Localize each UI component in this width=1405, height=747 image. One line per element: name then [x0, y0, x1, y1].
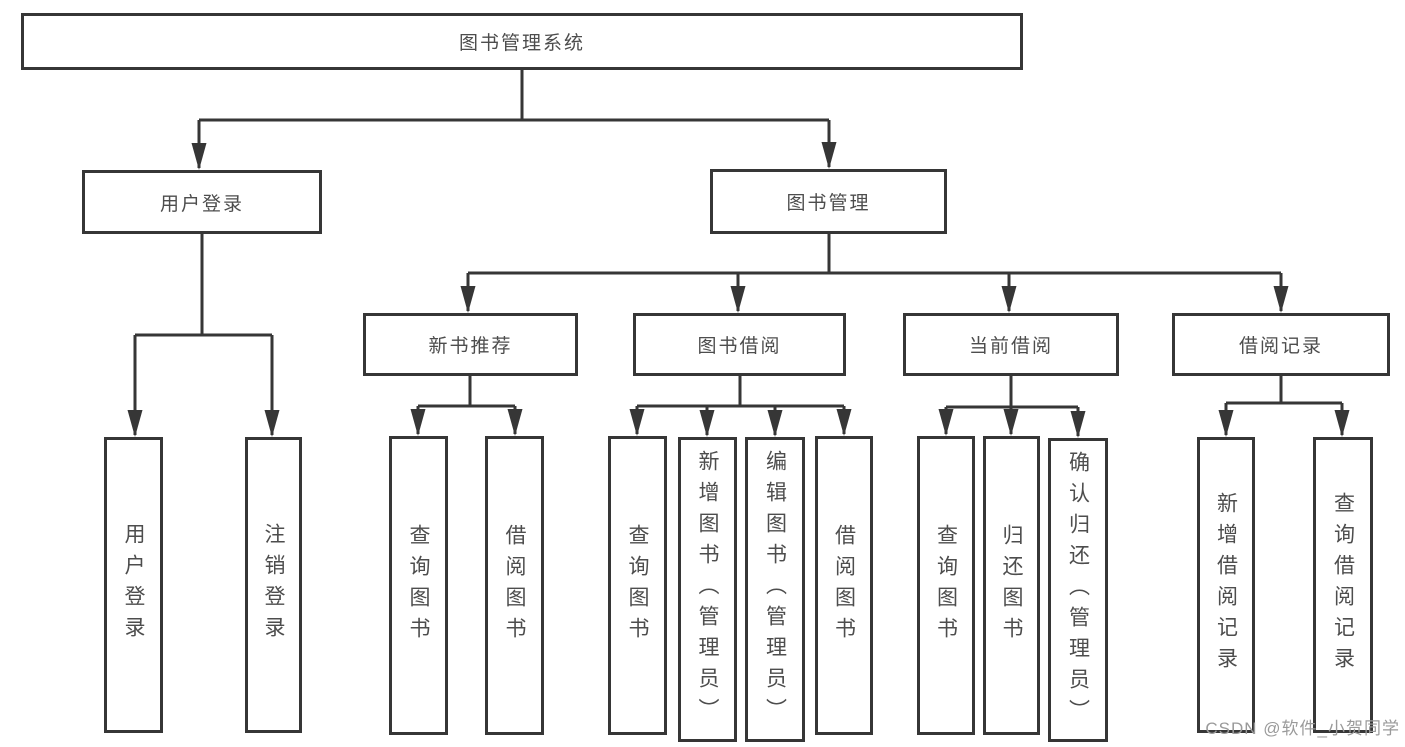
node-cb-return-books: 归还图书 — [983, 436, 1040, 735]
connector-new-book-recommend — [410, 376, 523, 436]
node-bb-query-books: 查询图书 — [608, 436, 667, 735]
node-label: 当前借阅 — [968, 336, 1053, 357]
arrowhead — [836, 409, 852, 436]
node-new-book-recommend: 新书推荐 — [363, 313, 578, 376]
arrowhead — [1003, 409, 1019, 436]
node-label: 查询图书 — [407, 523, 430, 648]
node-nbr-query-books: 查询图书 — [389, 436, 448, 735]
node-login-leaf: 用户登录 — [104, 437, 163, 733]
arrowhead — [821, 142, 837, 169]
connector-current-borrow — [938, 376, 1086, 438]
connector-line — [466, 233, 1283, 311]
arrowhead — [264, 410, 280, 437]
node-cb-confirm-return-admin: 确认归还（管理员） — [1048, 438, 1108, 742]
node-label: 借阅记录 — [1238, 336, 1323, 357]
node-label: 借阅图书 — [832, 523, 856, 648]
node-cb-query-books: 查询图书 — [917, 436, 975, 735]
node-label: 新增图书（管理员） — [696, 450, 719, 729]
node-root: 图书管理系统 — [21, 13, 1023, 70]
arrowhead — [730, 286, 746, 313]
node-label: 图书管理 — [786, 193, 871, 214]
watermark: CSDN @软件_小贺同学 — [1205, 719, 1400, 738]
node-bb-add-books-admin: 新增图书（管理员） — [678, 437, 737, 742]
connector-book-management — [460, 233, 1289, 313]
node-nbr-borrow-books: 借阅图书 — [485, 436, 544, 735]
connector-line — [1224, 376, 1344, 435]
node-book-management: 图书管理 — [710, 169, 947, 234]
arrowhead — [191, 143, 207, 170]
connector-borrow-records — [1218, 376, 1350, 437]
arrowhead — [507, 409, 523, 436]
arrowhead — [767, 410, 783, 437]
node-label: 确认归还（管理员） — [1066, 450, 1090, 730]
node-user-login: 用户登录 — [82, 170, 322, 234]
node-br-add-record: 新增借阅记录 — [1197, 437, 1255, 733]
node-label: 图书借阅 — [697, 336, 782, 357]
node-bb-edit-books-admin: 编辑图书（管理员） — [745, 437, 805, 742]
node-current-borrow: 当前借阅 — [903, 313, 1119, 376]
arrowhead — [938, 409, 954, 436]
node-borrow-records: 借阅记录 — [1172, 313, 1390, 376]
arrowhead — [1273, 286, 1289, 313]
node-label: 编辑图书（管理员） — [763, 450, 787, 729]
node-label: 用户登录 — [159, 193, 244, 215]
arrowhead — [127, 410, 143, 437]
arrowhead — [1001, 286, 1017, 313]
arrowhead — [1334, 410, 1350, 437]
arrowhead — [460, 286, 476, 313]
node-label: 新增借阅记录 — [1214, 492, 1238, 678]
node-label: 图书管理系统 — [458, 33, 585, 54]
arrowhead — [1218, 410, 1234, 437]
node-label: 注销登录 — [262, 523, 285, 647]
arrowhead — [410, 409, 426, 436]
arrowhead — [629, 409, 645, 436]
node-label: 借阅图书 — [503, 523, 526, 648]
node-label: 查询图书 — [934, 523, 958, 648]
connector-line — [133, 233, 274, 435]
arrowhead — [699, 410, 715, 437]
node-logout-leaf: 注销登录 — [245, 437, 302, 733]
node-label: 用户登录 — [122, 523, 145, 647]
connector-user-login — [127, 233, 280, 437]
connector-line — [197, 70, 831, 168]
node-book-borrow: 图书借阅 — [633, 313, 846, 376]
node-bb-borrow-books: 借阅图书 — [815, 436, 873, 735]
node-label: 归还图书 — [1000, 523, 1023, 648]
connector-book-borrow — [629, 376, 852, 437]
node-label: 新书推荐 — [428, 336, 513, 357]
node-br-query-record: 查询借阅记录 — [1313, 437, 1373, 733]
connector-root — [191, 70, 837, 170]
connector-line — [416, 376, 517, 434]
node-label: 查询借阅记录 — [1331, 492, 1355, 678]
arrowhead — [1070, 411, 1086, 438]
connector-line — [635, 376, 846, 435]
node-label: 查询图书 — [626, 523, 649, 648]
